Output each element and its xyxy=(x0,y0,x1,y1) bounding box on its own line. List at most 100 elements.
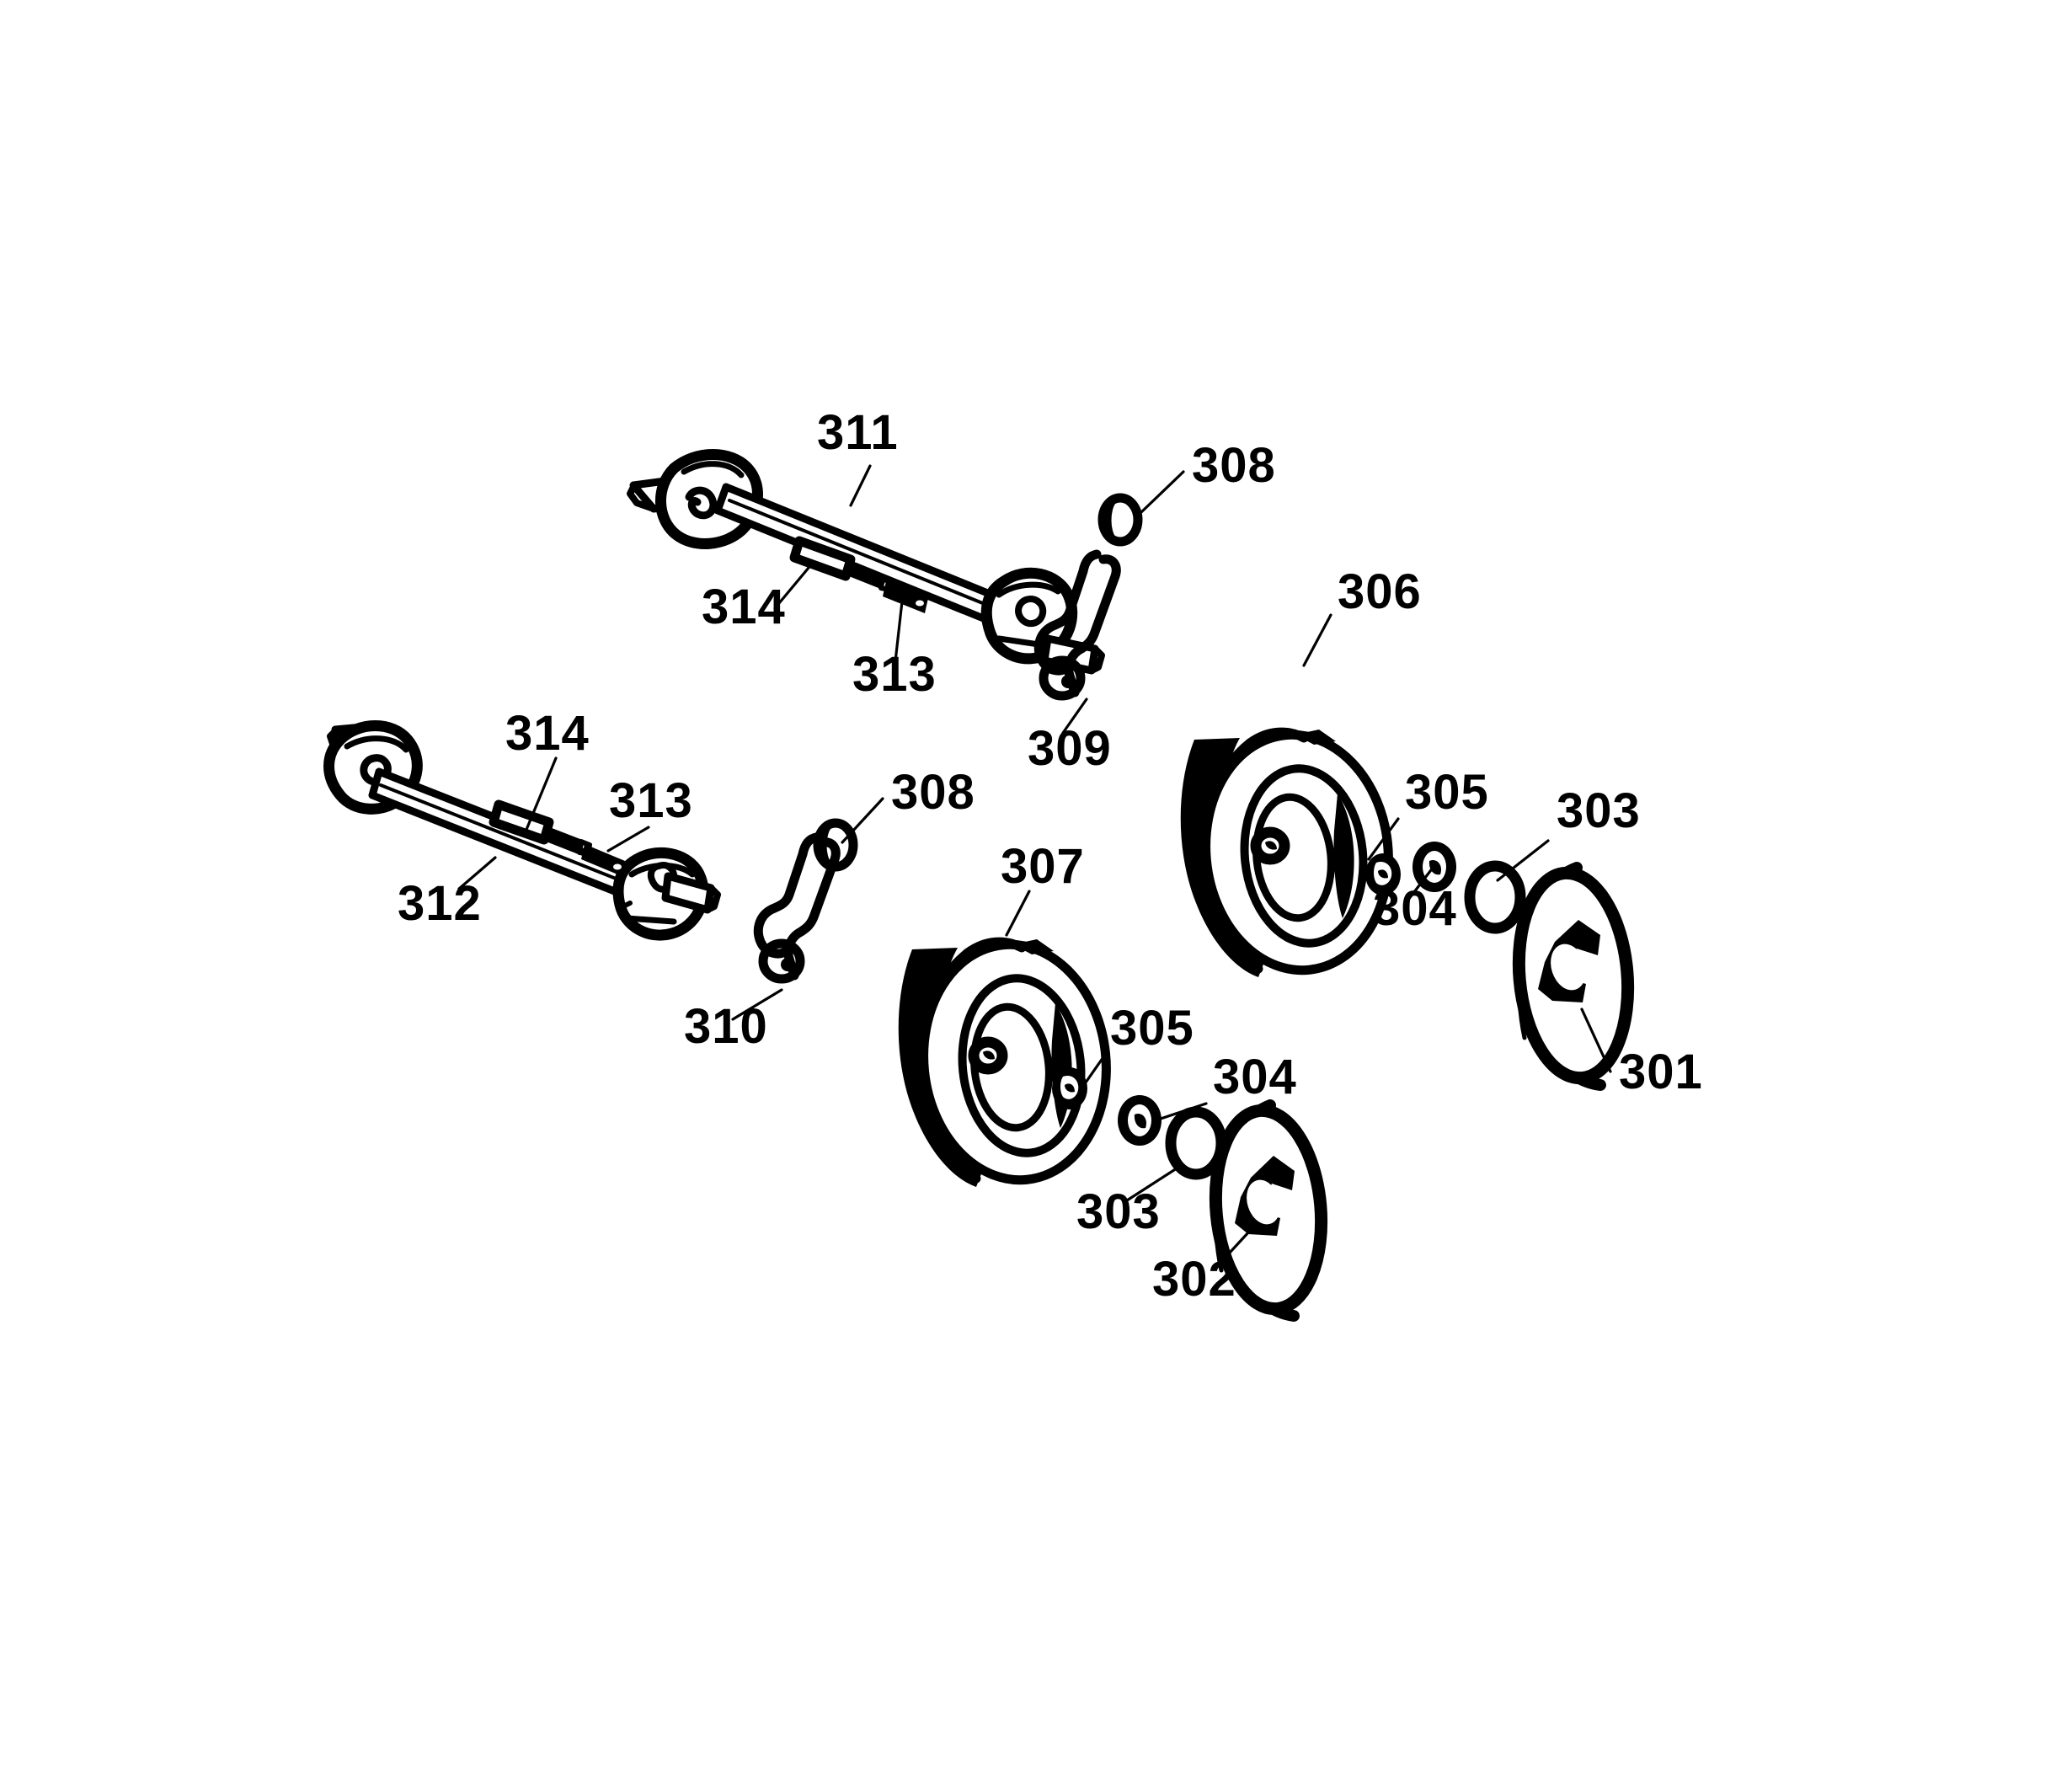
axle-bracket-right-crease-upper xyxy=(996,581,1061,598)
leader-308-upper xyxy=(1140,470,1185,514)
callout-label-307: 307 xyxy=(1001,839,1085,894)
hub-cap-emblem-center-lower xyxy=(1247,1179,1280,1225)
axle-bracket-left-eye-upper xyxy=(685,486,718,520)
part-301-hub-cap xyxy=(1512,862,1635,1091)
key-clip-hole-upper xyxy=(916,600,924,607)
wheel-hub-face-lower xyxy=(970,1002,1053,1132)
cotter-pin-loop-dot-lower xyxy=(781,958,794,971)
leader-313-lower xyxy=(606,826,650,853)
wheel-rim-shadow-lower xyxy=(898,948,991,1187)
part-308-retaining-ring-upper xyxy=(1097,493,1143,547)
leader-304-upper xyxy=(1407,862,1438,901)
leader-305-lower xyxy=(1078,1053,1107,1093)
leader-306 xyxy=(1302,613,1332,667)
axle-left-stub-tip-upper xyxy=(627,484,657,512)
washer-hole-shade-lower xyxy=(1134,1113,1146,1129)
callout-label-312: 312 xyxy=(398,876,482,931)
part-314-shoulder-pin-upper xyxy=(789,536,894,592)
leader-311 xyxy=(849,464,872,507)
callout-label-308-upper: 308 xyxy=(1192,438,1276,493)
leader-310 xyxy=(731,988,783,1021)
part-304-washer-lower xyxy=(1118,1095,1161,1146)
callout-label-309: 309 xyxy=(1028,721,1112,776)
flat-washer-hole-shade-lower xyxy=(1065,1083,1075,1093)
part-311-axle-assembly-upper xyxy=(627,449,1105,675)
washer-hole-shade-upper xyxy=(1429,859,1441,875)
callout-label-304-lower: 304 xyxy=(1213,1050,1297,1104)
axle-right-stub-tip-lower xyxy=(704,885,721,913)
axle-bracket-right-eye-upper xyxy=(1015,596,1047,628)
wheel-tread-notch-upper xyxy=(1295,730,1336,745)
callout-labels: 311 308 314 313 306 309 314 305 303 313 … xyxy=(398,405,1703,1307)
callout-leader-lines xyxy=(457,464,1612,1265)
leader-309 xyxy=(1061,698,1088,735)
wheel-hub-face-upper xyxy=(1252,793,1335,922)
axle-tube-highlight-upper xyxy=(728,499,1017,618)
callout-label-305-lower: 305 xyxy=(1110,1001,1194,1056)
leader-301 xyxy=(1580,1008,1612,1073)
part-307-wheel-lower xyxy=(898,937,1111,1187)
callout-label-303-upper: 303 xyxy=(1557,783,1641,838)
wheel-tread-notch-lower xyxy=(1013,939,1054,954)
snap-ring-body-upper xyxy=(1464,860,1526,934)
axle-bracket-left-crease-lower xyxy=(344,735,409,753)
part-306-wheel-upper xyxy=(1180,727,1393,977)
axle-bracket-left-crease-upper xyxy=(681,461,745,478)
leader-303-lower xyxy=(1125,1165,1181,1202)
wheel-tire-back-lower xyxy=(917,948,981,1184)
callout-label-304-upper: 304 xyxy=(1373,881,1457,936)
callout-label-301: 301 xyxy=(1619,1045,1703,1099)
hub-cap-emblem-center-upper xyxy=(1551,943,1586,991)
wheel-hub-bore-shade-lower xyxy=(983,1050,995,1060)
cotter-pin-loop-dot-upper xyxy=(1061,675,1075,688)
axle-tube-highlight-lower xyxy=(379,783,654,895)
wheel-rim-shade-upper xyxy=(1333,794,1354,918)
leader-304-lower xyxy=(1154,1102,1208,1122)
key-clip-body-upper xyxy=(883,581,928,613)
part-312-axle-assembly-lower xyxy=(323,720,721,941)
axle-bracket-right-mark-lower xyxy=(617,901,633,911)
key-clip-hole-lower xyxy=(613,863,622,870)
callout-label-305-upper: 305 xyxy=(1405,765,1489,820)
callout-label-314-lower: 314 xyxy=(505,706,590,761)
cotter-pin-loop-lower xyxy=(758,938,805,984)
pin-shank-upper xyxy=(845,563,886,590)
leader-312 xyxy=(457,856,497,890)
retaining-ring-edge-upper xyxy=(1105,498,1117,543)
callout-label-313-lower: 313 xyxy=(609,773,693,828)
callout-label-310: 310 xyxy=(684,999,768,1054)
flat-washer-hole-shade-upper xyxy=(1378,869,1388,879)
leader-303-upper xyxy=(1496,839,1550,882)
pin-shank-lower xyxy=(544,826,585,853)
callout-label-314-upper: 314 xyxy=(702,580,786,634)
axle-bracket-right-rib-lower xyxy=(623,915,677,925)
part-309-cotter-pin-upper xyxy=(1033,549,1121,701)
part-313-key-clip-upper xyxy=(883,581,928,613)
pin-head-upper xyxy=(789,536,856,581)
callout-label-302: 302 xyxy=(1152,1252,1236,1307)
callout-label-313-upper: 313 xyxy=(852,647,937,702)
leader-314-lower xyxy=(522,756,558,837)
part-303-snap-ring-upper xyxy=(1464,860,1526,934)
callout-label-303-lower: 303 xyxy=(1076,1184,1161,1239)
callout-label-308-lower: 308 xyxy=(891,765,975,820)
leader-307 xyxy=(1005,890,1031,937)
leader-314-upper xyxy=(773,561,814,610)
leader-308-lower xyxy=(841,797,884,844)
hub-cap-crease-lower xyxy=(1213,1135,1231,1273)
part-313-key-clip-lower xyxy=(581,844,625,876)
callout-label-306: 306 xyxy=(1338,564,1422,619)
leader-302 xyxy=(1218,1230,1251,1265)
part-310-cotter-pin-lower xyxy=(753,832,841,984)
wheel-rim-shadow-upper xyxy=(1180,738,1274,977)
cotter-pin-loop-upper xyxy=(1039,655,1086,701)
part-305-flat-washer-upper xyxy=(1365,853,1401,895)
axle-right-stub-tip-upper xyxy=(1088,645,1105,674)
leader-305-upper xyxy=(1367,817,1400,861)
wheel-tire-back-upper xyxy=(1199,738,1263,974)
leader-313-upper xyxy=(894,592,905,663)
callout-label-311: 311 xyxy=(817,405,899,460)
hub-cap-crease-upper xyxy=(1516,897,1534,1040)
